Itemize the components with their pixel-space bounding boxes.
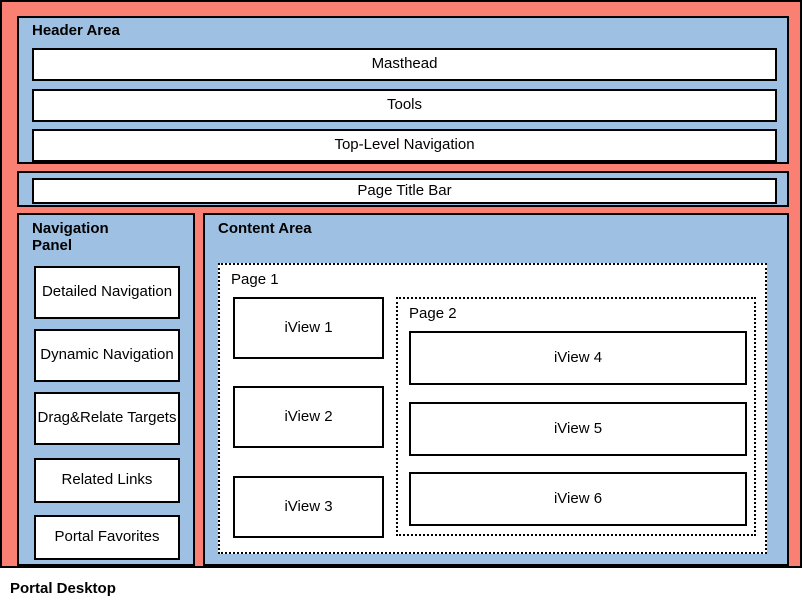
nav-item-related-links[interactable]: Related Links [34,458,180,503]
page-1-label: Page 1 [231,271,279,288]
iview-2-box[interactable]: iView 2 [233,386,384,448]
tools-box[interactable]: Tools [32,89,777,122]
portal-desktop-caption: Portal Desktop [10,580,116,597]
navigation-panel-region: Navigation Panel Detailed Navigation Dyn… [17,213,195,566]
content-area-label: Content Area [218,220,312,237]
page-1-container: Page 1 iView 1 iView 2 iView 3 Page 2 iV… [218,263,767,554]
iview-3-box[interactable]: iView 3 [233,476,384,538]
nav-item-detailed-navigation[interactable]: Detailed Navigation [34,266,180,319]
portal-desktop-frame: Header Area Masthead Tools Top-Level Nav… [0,0,802,568]
header-area-region: Header Area Masthead Tools Top-Level Nav… [17,16,789,164]
iview-4-box[interactable]: iView 4 [409,331,747,385]
page-2-label: Page 2 [409,305,457,322]
content-area-region: Content Area Page 1 iView 1 iView 2 iVie… [203,213,789,566]
iview-1-box[interactable]: iView 1 [233,297,384,359]
nav-item-portal-favorites[interactable]: Portal Favorites [34,515,180,560]
navigation-panel-label: Navigation Panel [32,220,109,254]
top-level-navigation-box[interactable]: Top-Level Navigation [32,129,777,162]
nav-item-drag-and-relate-targets[interactable]: Drag&Relate Targets [34,392,180,445]
header-area-label: Header Area [32,22,120,39]
iview-5-box[interactable]: iView 5 [409,402,747,456]
masthead-box[interactable]: Masthead [32,48,777,81]
page-2-container: Page 2 iView 4 iView 5 iView 6 [396,297,756,536]
page-title-bar-box[interactable]: Page Title Bar [32,178,777,204]
page-title-bar-region: Page Title Bar [17,171,789,207]
nav-item-dynamic-navigation[interactable]: Dynamic Navigation [34,329,180,382]
iview-6-box[interactable]: iView 6 [409,472,747,526]
